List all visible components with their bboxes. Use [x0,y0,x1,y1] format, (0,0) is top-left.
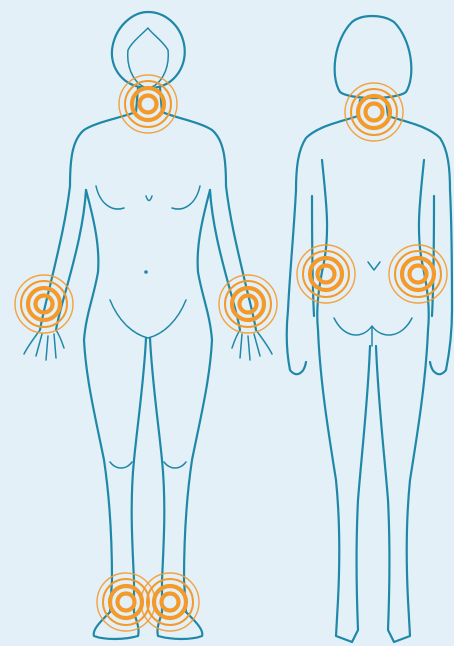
front-hair [112,12,185,88]
front-navel [144,270,148,274]
marker-ring [318,266,335,283]
front-chest [96,186,200,209]
front-left-leg [84,338,146,612]
marker-ring [389,245,447,303]
front-left-wrist-pain-marker [15,275,73,333]
marker-ring [118,594,135,611]
marker-ring [162,594,179,611]
back-buttocks [334,318,412,346]
pain-markers [15,75,447,631]
front-right-hand [232,330,272,360]
front-right-leg [150,338,212,612]
front-knees [110,462,186,468]
back-neck-shoulders [296,100,450,190]
front-body-figure [24,12,272,639]
back-head [335,16,412,98]
back-upper-back-pain-marker [345,83,403,141]
back-spine-mark [368,262,380,270]
front-left-hand [24,330,64,360]
back-right-leg [376,330,428,642]
marker-ring [219,275,277,333]
front-left-arm [40,186,86,330]
front-pelvis [110,300,186,338]
marker-ring [154,586,186,618]
back-body-figure [287,16,452,642]
marker-ring [310,258,342,290]
marker-ring [110,586,142,618]
marker-ring [402,258,434,290]
marker-ring [15,275,73,333]
front-neck-pain-marker [119,75,177,133]
front-right-wrist-pain-marker [219,275,277,333]
marker-ring [345,83,403,141]
marker-ring [366,104,383,121]
front-neck-shoulders [70,88,226,186]
back-right-hip-pain-marker [389,245,447,303]
back-left-leg [318,330,370,642]
front-torso [84,190,212,340]
marker-ring [140,96,157,113]
marker-ring [358,96,390,128]
marker-ring [119,75,177,133]
